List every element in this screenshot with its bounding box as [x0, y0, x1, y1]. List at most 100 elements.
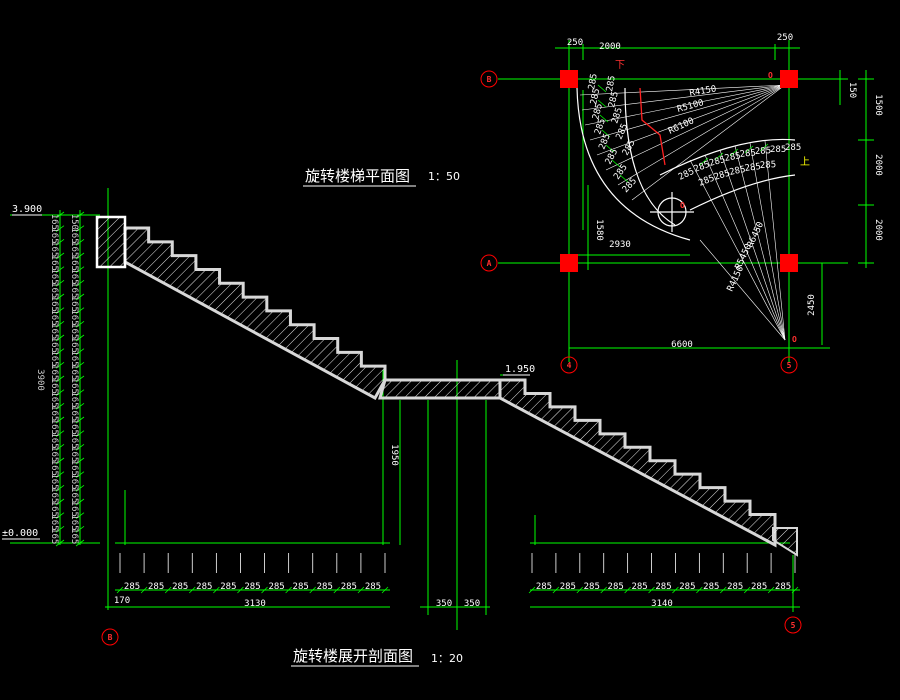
dim-left-run: 3130 — [244, 599, 266, 609]
dim-right-top: 150 — [847, 82, 857, 98]
riser-label: 150 — [69, 214, 79, 230]
tread-label: 285 — [727, 582, 743, 592]
riser-ticks — [55, 211, 85, 547]
tread-label: 285 — [341, 582, 357, 592]
riser-label: 165 — [69, 227, 79, 243]
dim-landing-height: 1950 — [389, 444, 399, 466]
plan-view: B A 4 5 O O O 下 上 250 2000 250 150 1500 … — [303, 33, 883, 374]
dim-right-c: 2000 — [873, 219, 883, 241]
riser-label: 165 — [69, 241, 79, 257]
plan-tread-label: 285 — [610, 106, 625, 125]
tread-label: 285 — [293, 582, 309, 592]
riser-label: 165 — [69, 528, 79, 544]
tread-ticks — [597, 84, 769, 183]
riser-label: 165 — [49, 514, 59, 530]
riser-label: 165 — [49, 255, 59, 271]
axis-circle-5 — [780, 356, 798, 374]
riser-label: 165 — [49, 323, 59, 339]
up-mark: 上 — [800, 156, 810, 168]
riser-label: 165 — [69, 378, 79, 394]
riser-label: 165 — [49, 296, 59, 312]
riser-label: 165 — [69, 282, 79, 298]
plan-tread-label: 285 — [739, 148, 756, 160]
section-scale: 1：20 — [431, 652, 463, 665]
dim-landing-a: 350 — [436, 599, 452, 609]
dim-1580: 1580 — [594, 219, 604, 241]
axis-label-right: 5 — [791, 621, 796, 630]
axis-circle-right — [784, 616, 802, 634]
riser-label: 165 — [49, 487, 59, 503]
tread-label: 285 — [560, 582, 576, 592]
inner-arc-upper — [624, 87, 676, 226]
riser-label: 165 — [69, 364, 79, 380]
riser-label: 165 — [69, 268, 79, 284]
level-base: ±0.000 — [2, 528, 38, 539]
dim-2450: 2450 — [807, 294, 817, 316]
outer-arc-upper — [576, 87, 691, 241]
dim-top-span: 2000 — [599, 42, 621, 52]
axis-label-b: B — [487, 75, 492, 84]
dim-2930: 2930 — [609, 240, 631, 250]
plan-tread-label: 285 — [744, 162, 761, 174]
riser-label: 165 — [49, 350, 59, 366]
riser-label: 165 — [69, 487, 79, 503]
tread-label: 285 — [631, 582, 647, 592]
axis-label-4: 4 — [567, 361, 572, 370]
tread-label: 285 — [317, 582, 333, 592]
riser-label: 165 — [49, 378, 59, 394]
tread-label: 285 — [679, 582, 695, 592]
dim-total-height: 3900 — [35, 369, 45, 391]
riser-label: 165 — [69, 419, 79, 435]
riser-label: 165 — [69, 255, 79, 271]
radius-label-1: R4150 — [689, 84, 717, 99]
riser-label: 165 — [69, 391, 79, 407]
riser-label: 165 — [49, 446, 59, 462]
plan-tread-label: 285 — [593, 117, 608, 136]
riser-label: 165 — [69, 460, 79, 476]
tread-label: 285 — [220, 582, 236, 592]
plan-tread-label: 285 — [605, 75, 618, 93]
dim-landing-b: 350 — [464, 599, 480, 609]
plan-tread-label: 285 — [591, 102, 605, 120]
plan-scale: 1：50 — [428, 170, 460, 183]
plan-tread-label: 285 — [724, 151, 742, 164]
tread-label: 285 — [268, 582, 284, 592]
riser-label: 165 — [69, 501, 79, 517]
riser-label: 165 — [49, 268, 59, 284]
tread-label: 285 — [196, 582, 212, 592]
tread-label: 285 — [655, 582, 671, 592]
riser-label: 165 — [69, 323, 79, 339]
riser-label: 165 — [49, 337, 59, 353]
riser-label: 165 — [49, 473, 59, 489]
plan-tread-label: 285 — [708, 155, 726, 169]
break-line — [639, 87, 666, 166]
riser-label: 165 — [69, 350, 79, 366]
riser-label: 165 — [49, 501, 59, 517]
riser-label: 165 — [49, 528, 59, 544]
stair-arcs — [576, 87, 796, 241]
upper-flight — [123, 226, 387, 401]
tread-ticks-bottom — [116, 553, 799, 594]
upper-tread-lines — [579, 84, 786, 201]
tread-label: 285 — [536, 582, 552, 592]
bottom-nose — [772, 527, 798, 557]
column-a4 — [560, 254, 578, 272]
riser-label: 165 — [49, 214, 59, 230]
point-label-o2: O — [680, 201, 685, 210]
inner-arc-lower — [689, 174, 796, 211]
tread-label: 285 — [751, 582, 767, 592]
riser-label: 165 — [49, 309, 59, 325]
dim-left-offset: 170 — [114, 596, 130, 606]
columns — [560, 70, 798, 272]
tread-label: 285 — [703, 582, 719, 592]
axis-circle-b — [480, 70, 498, 88]
riser-label: 165 — [49, 460, 59, 476]
plan-tread-label: 285 — [587, 73, 600, 91]
column-b5 — [780, 70, 798, 88]
radius-label-6: R4150 — [726, 264, 747, 293]
lower-flight — [498, 378, 777, 548]
riser-label: 165 — [49, 364, 59, 380]
dim-top-right: 250 — [777, 33, 793, 43]
